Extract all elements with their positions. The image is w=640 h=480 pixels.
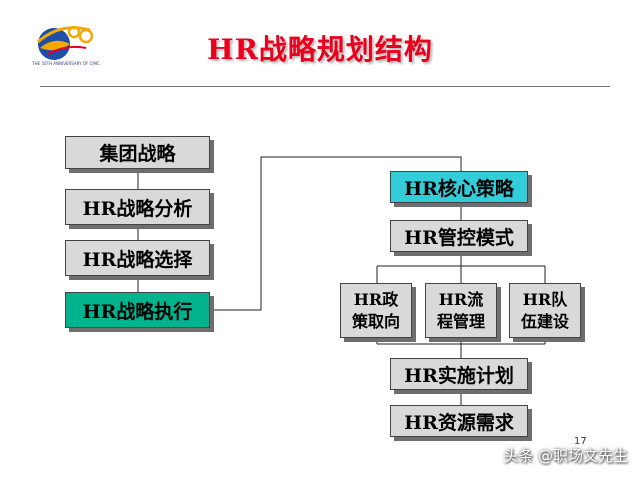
box-hr-control-mode: HR管控模式	[390, 220, 528, 252]
logo-caption: THE 50TH ANNIVERSARY OF CIMC	[32, 61, 100, 66]
box-hr-process-line2: 程管理	[436, 311, 485, 331]
cimc-logo	[30, 14, 102, 70]
box-hr-implementation-plan-label: HR实施计划	[404, 364, 514, 387]
box-hr-implementation-plan: HR实施计划	[390, 358, 528, 390]
watermark-text: 头条 @职场文先生	[503, 447, 628, 465]
box-hr-resource-demand-label: HR资源需求	[404, 411, 514, 434]
box-group-strategy-label: 集团战略	[99, 143, 176, 165]
box-hr-process-line1: HR流	[438, 289, 484, 309]
box-hr-execution-label: HR战略执行	[82, 300, 193, 323]
box-hr-core-strategy: HR核心策略	[390, 171, 528, 203]
connector-execution-core	[212, 156, 462, 311]
box-hr-policy: HR政 策取向	[340, 283, 412, 338]
box-group-strategy: 集团战略	[65, 136, 210, 169]
box-hr-control-mode-label: HR管控模式	[404, 226, 514, 249]
box-hr-selection-label: HR战略选择	[82, 248, 193, 271]
box-hr-policy-line2: 策取向	[351, 311, 400, 331]
box-hr-team: HR队 伍建设	[509, 283, 581, 338]
title-divider	[40, 86, 610, 87]
box-hr-process: HR流 程管理	[425, 283, 497, 338]
box-hr-analysis: HR战略分析	[65, 189, 210, 225]
box-hr-policy-line1: HR政	[353, 289, 399, 309]
box-hr-resource-demand: HR资源需求	[390, 405, 528, 437]
box-hr-team-line2: 伍建设	[520, 311, 569, 331]
box-hr-selection: HR战略选择	[65, 240, 210, 276]
box-hr-analysis-label: HR战略分析	[82, 197, 193, 220]
page-title: HR战略规划结构	[207, 33, 433, 66]
box-hr-execution: HR战略执行	[65, 292, 210, 328]
page-number: 17	[574, 436, 587, 447]
box-hr-core-strategy-label: HR核心策略	[404, 177, 514, 200]
box-hr-team-line1: HR队	[522, 289, 568, 309]
